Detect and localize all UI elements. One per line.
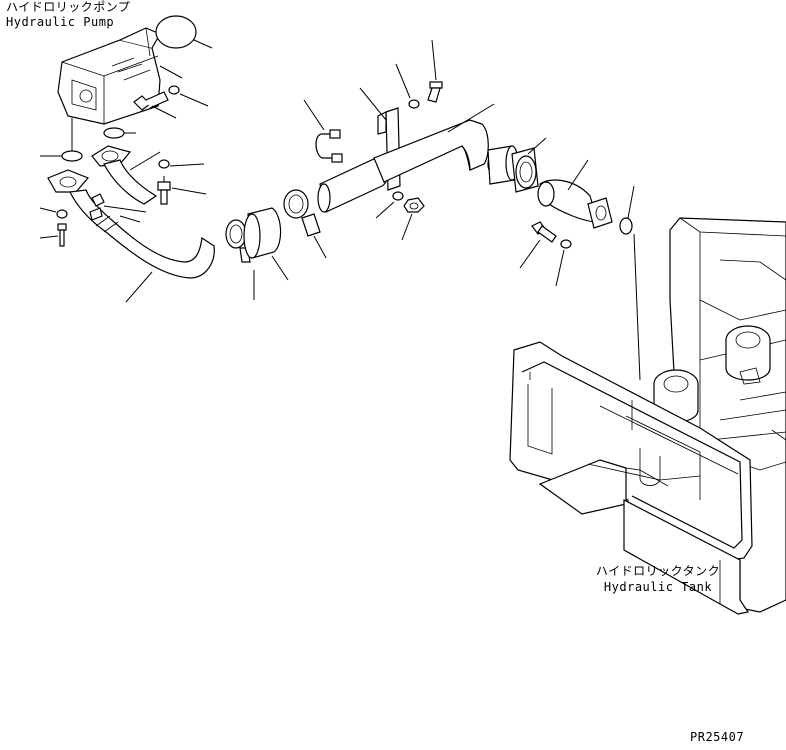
bolt	[57, 223, 67, 247]
hydraulic-tank	[509, 217, 786, 615]
nut	[403, 197, 425, 213]
u-bolt	[315, 129, 343, 163]
bolt	[427, 81, 443, 103]
bolt	[157, 181, 171, 205]
o-ring-small	[103, 127, 125, 139]
clip	[91, 193, 105, 207]
flange-lower	[47, 169, 90, 193]
tank-label-jp: ハイドロリックタンク	[595, 564, 721, 578]
o-ring-small	[61, 150, 83, 162]
rubber-hose-right	[511, 147, 539, 193]
washer	[392, 191, 404, 201]
pump-label-jp: ハイドロリックポンプ	[6, 0, 131, 14]
o-ring-large	[155, 15, 197, 49]
o-ring	[619, 217, 633, 235]
tank-label-en: Hydraulic Tank	[603, 580, 713, 594]
hydraulic-pump	[57, 27, 161, 125]
bolt	[133, 91, 169, 111]
washer	[56, 209, 68, 219]
elbow-pipe-upper	[103, 159, 158, 205]
bolt	[531, 221, 557, 243]
pump-label-en: Hydraulic Pump	[6, 15, 115, 29]
washer	[168, 85, 180, 95]
clip	[89, 207, 103, 221]
washer	[408, 99, 420, 109]
suction-pipe-lower	[69, 189, 215, 279]
hose-clamp-mid	[283, 189, 321, 237]
washer	[560, 239, 572, 249]
hose-clamp-right	[487, 145, 519, 185]
reference-code: PR25407	[690, 730, 745, 744]
pipe-with-flange	[537, 179, 613, 229]
washer	[158, 159, 170, 169]
